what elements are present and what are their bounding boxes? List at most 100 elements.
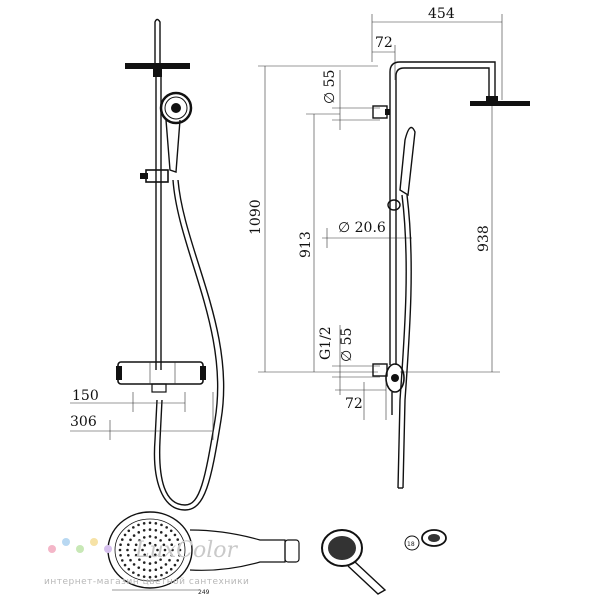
nozzle-dot [123,533,127,537]
nozzle-dot [156,548,159,552]
nozzle-dot [133,548,137,552]
nozzle-dot [159,539,162,542]
nozzle-dot [173,563,177,567]
dim-mixer-depth: 306 [70,414,97,430]
nozzle-dot [132,571,135,574]
dim-bar-diameter: ∅ 20.6 [338,220,386,236]
nozzle-dot [142,536,146,539]
nozzle-dot [143,543,146,547]
nozzle-dot [173,533,177,537]
nozzle-dot [159,566,163,569]
nozzle-dot [154,561,158,564]
nozzle-dot [170,543,174,547]
rain-head-top [125,63,190,69]
handshower-detail: 249 [107,511,300,596]
nozzle-dot [119,543,122,546]
nozzle-dot [165,526,168,529]
nozzle-dot [142,568,146,572]
nozzle-dot [137,523,140,527]
dim-top-offset: 72 [375,35,393,51]
nozzle-dot [159,531,163,534]
nozzle-dot [148,562,152,565]
nozzle-dot [138,558,141,561]
nozzle-dot [176,559,180,562]
nozzle-dot [132,526,135,529]
dim-overall-width: 454 [428,6,455,22]
nozzle-dot [148,535,152,538]
handshower-perspective [321,529,387,595]
nozzle-dot [148,528,152,531]
nozzle-dot [160,523,163,527]
dim-bottom-offset: 72 [345,396,363,412]
nozzle-dot [148,555,152,559]
dim-bottom-diameter: ∅ 55 [339,328,355,362]
part-18: 18 [404,529,447,551]
hand-shower-front [159,91,193,173]
rain-head-side [470,101,530,106]
nozzle-dot [132,563,136,566]
nozzle-dot [159,558,162,561]
nozzle-dot [154,522,158,525]
nozzle-dot [162,543,166,547]
nozzle-dot [170,553,174,557]
watermark: LuxColor интернет-магазин цветной сантех… [44,538,249,587]
dim-handshower-length: 249 [198,589,210,596]
watermark-caption: интернет-магазин цветной сантехники [44,577,249,587]
nozzle-dot [154,543,157,547]
nozzle-dot [171,548,174,552]
front-view: 150 306 [70,18,225,511]
nozzle-dot [163,548,167,552]
nozzle-dot [165,571,168,574]
nozzle-dot [164,563,168,566]
nozzle-dot [143,553,146,557]
nozzle-dot [129,558,132,562]
nozzle-dot [162,553,166,557]
nozzle-dot [132,534,136,537]
dim-thread: G1/2 [318,326,334,360]
nozzle-dot [148,521,152,525]
nozzle-dot [142,575,146,578]
part-number-label: 18 [407,541,415,548]
slider-bracket [145,169,169,183]
nozzle-dot [119,554,122,557]
nozzle-dot [118,548,122,552]
nozzle-dot [178,548,182,552]
nozzle-dot [168,538,171,542]
nozzle-dot [120,538,124,541]
watermark-brand: LuxColor [134,538,239,563]
dim-bar-height: 913 [298,231,314,258]
nozzle-dot [142,561,146,564]
nozzle-dot [154,568,158,572]
nozzle-dot [137,531,141,534]
nozzle-dot [137,573,140,577]
nozzle-dot [137,566,141,569]
nozzle-dot [148,541,152,545]
nozzle-dot [134,543,138,547]
nozzle-dot [134,553,138,557]
nozzle-dot [142,522,146,525]
dim-mixer-width: 150 [72,388,99,404]
nozzle-dot [141,548,144,552]
nozzle-dot [154,536,158,539]
nozzle-dot [154,528,158,532]
nozzle-dot [148,569,152,572]
side-view: 454 72 ∅ 55 ∅ 20.6 1090 [248,6,530,489]
nozzle-dot [123,563,127,567]
nozzle-dot [126,553,130,557]
nozzle-dot [178,543,181,546]
nozzle-dot [164,534,168,537]
nozzle-dot [154,553,157,557]
nozzle-dot [126,543,130,547]
nozzle-dot [126,548,129,552]
nozzle-dot [178,554,181,557]
dim-head-height: 938 [476,225,492,252]
nozzle-dot [127,529,131,533]
nozzle-dot [154,575,158,578]
nozzle-dot [160,573,163,577]
dim-top-diameter: ∅ 55 [322,70,338,104]
nozzle-dot [120,559,124,562]
nozzle-dot [169,567,173,571]
dim-overall-height: 1090 [248,199,264,235]
nozzle-dot [142,528,146,532]
